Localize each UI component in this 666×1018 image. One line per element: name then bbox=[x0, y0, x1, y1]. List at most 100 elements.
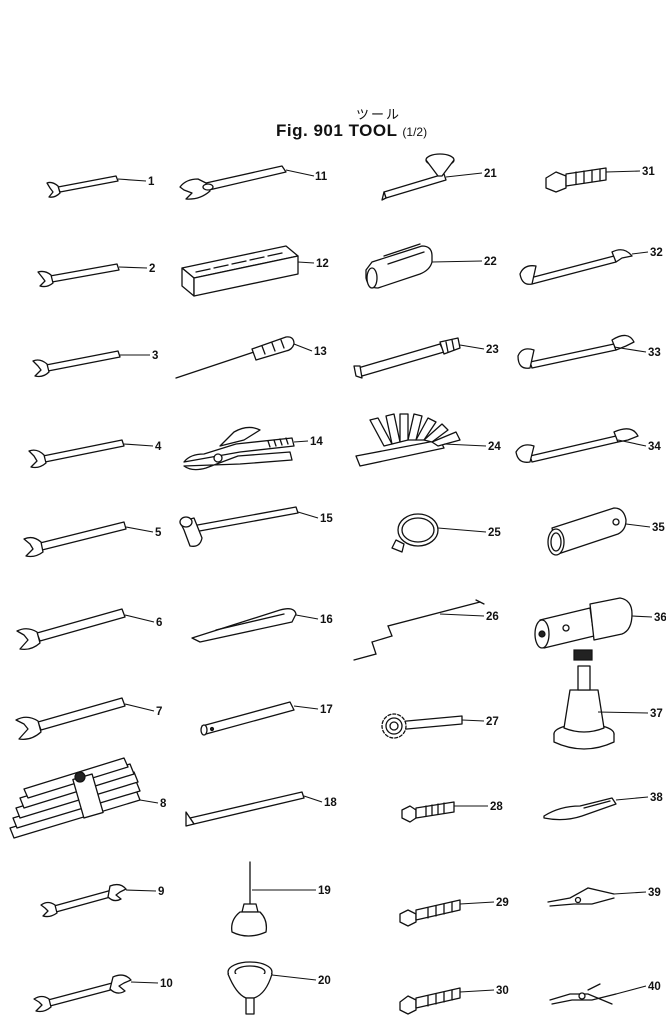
part-19-oil-can[interactable]: 19 bbox=[231, 861, 331, 937]
part-5-double-end-wrench[interactable]: 5 bbox=[23, 521, 162, 558]
part-34-hook-wrench[interactable]: 34 bbox=[515, 428, 661, 463]
part-32-hook-wrench[interactable]: 32 bbox=[519, 247, 663, 285]
bolt-icon bbox=[401, 801, 455, 823]
clamp-icon bbox=[391, 513, 439, 553]
tweezers-icon bbox=[547, 887, 615, 907]
part-27-gear-puller[interactable]: 27 bbox=[381, 713, 499, 739]
part-number-17: 17 bbox=[320, 704, 333, 716]
part-28-bolt[interactable]: 28 bbox=[401, 801, 503, 823]
figure-title: Fig. 901 TOOL (1/2) bbox=[276, 121, 427, 141]
part-number-19: 19 bbox=[318, 885, 331, 897]
part-number-10: 10 bbox=[160, 978, 173, 990]
part-number-29: 29 bbox=[496, 897, 509, 909]
part-8-wrench-set[interactable]: 8 bbox=[9, 757, 167, 839]
part-number-28: 28 bbox=[490, 801, 503, 813]
part-25-hose-clamp[interactable]: 25 bbox=[391, 513, 501, 553]
part-number-12: 12 bbox=[316, 258, 329, 270]
tool-roll-icon bbox=[365, 243, 433, 289]
part-6-double-end-wrench[interactable]: 6 bbox=[16, 608, 162, 651]
adjustable-wrench-icon bbox=[179, 165, 287, 200]
hook-wrench-icon bbox=[515, 428, 639, 463]
screwdriver-icon bbox=[175, 336, 295, 379]
part-number-23: 23 bbox=[486, 344, 499, 356]
part-number-30: 30 bbox=[496, 985, 509, 997]
part-number-27: 27 bbox=[486, 716, 499, 728]
part-7-double-end-wrench[interactable]: 7 bbox=[15, 697, 162, 740]
wrench-icon bbox=[16, 608, 126, 651]
part-3-double-end-wrench[interactable]: 3 bbox=[32, 350, 158, 378]
wrench-set-icon bbox=[9, 757, 141, 839]
part-number-38: 38 bbox=[650, 792, 663, 804]
part-26-crank-handle[interactable]: 26 bbox=[353, 599, 499, 661]
bolt-icon bbox=[399, 987, 461, 1015]
part-4-double-end-wrench[interactable]: 4 bbox=[28, 439, 162, 469]
part-number-36: 36 bbox=[654, 612, 666, 624]
part-23-spark-plug-wrench[interactable]: 23 bbox=[353, 337, 499, 379]
part-number-7: 7 bbox=[156, 706, 162, 718]
part-16-tire-lever[interactable]: 16 bbox=[191, 608, 333, 643]
katakana-caption: ツール bbox=[356, 108, 402, 123]
part-21-feeler-gauge-handle[interactable]: 21 bbox=[381, 153, 497, 201]
figure-number: 901 bbox=[313, 121, 344, 140]
part-10-combination-wrench[interactable]: 10 bbox=[33, 974, 173, 1013]
part-13-screwdriver[interactable]: 13 bbox=[175, 336, 327, 379]
part-22-tool-bag[interactable]: 22 bbox=[365, 243, 497, 289]
part-2-double-end-wrench[interactable]: 2 bbox=[37, 263, 155, 288]
wrench-icon bbox=[32, 350, 121, 378]
part-15-hammer[interactable]: 15 bbox=[179, 506, 333, 547]
part-number-25: 25 bbox=[488, 527, 501, 539]
part-40-pliers[interactable]: 40 bbox=[549, 981, 661, 1005]
crank-icon bbox=[353, 599, 485, 661]
part-12-socket-set-case[interactable]: 12 bbox=[181, 245, 329, 297]
bolt-icon bbox=[545, 167, 607, 193]
part-number-31: 31 bbox=[642, 166, 655, 178]
part-number-40: 40 bbox=[648, 981, 661, 993]
gear-icon bbox=[381, 713, 463, 739]
hook-wrench-icon bbox=[517, 334, 635, 369]
scraper-icon bbox=[543, 797, 617, 821]
part-17-tommy-bar[interactable]: 17 bbox=[200, 701, 333, 736]
part-number-6: 6 bbox=[156, 617, 162, 629]
part-35-box-wrench[interactable]: 35 bbox=[547, 507, 665, 556]
part-9-combination-wrench[interactable]: 9 bbox=[40, 883, 164, 918]
part-number-16: 16 bbox=[320, 614, 333, 626]
wrench-icon bbox=[28, 439, 125, 469]
socket-bar-icon bbox=[353, 337, 461, 379]
wrench-icon bbox=[33, 974, 132, 1013]
part-number-1: 1 bbox=[148, 176, 155, 188]
figure-name: TOOL bbox=[348, 121, 398, 140]
hook-wrench-icon bbox=[519, 249, 633, 285]
part-number-33: 33 bbox=[648, 347, 661, 359]
part-37-bearing-installer[interactable]: 37 bbox=[553, 649, 663, 750]
part-14-pliers[interactable]: 14 bbox=[183, 426, 323, 471]
wrench-icon bbox=[40, 883, 127, 918]
part-38-scraper[interactable]: 38 bbox=[543, 792, 663, 821]
part-36-flywheel-holder[interactable]: 36 bbox=[534, 597, 666, 649]
part-31-bolt[interactable]: 31 bbox=[545, 166, 655, 193]
hammer-icon bbox=[179, 506, 299, 547]
oil-can-icon bbox=[231, 861, 268, 937]
part-18-pry-bar[interactable]: 18 bbox=[185, 791, 337, 827]
part-33-hook-wrench[interactable]: 33 bbox=[517, 334, 661, 369]
part-number-13: 13 bbox=[314, 346, 327, 358]
part-11-adjustable-wrench[interactable]: 11 bbox=[179, 165, 328, 200]
wrench-icon bbox=[15, 697, 126, 740]
pliers-icon bbox=[183, 426, 295, 471]
part-20-funnel[interactable]: 20 bbox=[227, 961, 331, 1015]
part-number-8: 8 bbox=[160, 798, 167, 810]
gauge-tool-icon bbox=[381, 153, 455, 201]
part-number-39: 39 bbox=[648, 887, 661, 899]
part-1-double-end-wrench[interactable]: 1 bbox=[46, 175, 155, 198]
part-29-bolt[interactable]: 29 bbox=[399, 897, 509, 927]
wrench-icon bbox=[23, 521, 127, 558]
part-number-2: 2 bbox=[149, 263, 155, 275]
bolt-icon bbox=[399, 899, 461, 927]
funnel-icon bbox=[227, 961, 273, 1015]
part-30-bolt[interactable]: 30 bbox=[399, 985, 509, 1015]
part-number-5: 5 bbox=[155, 527, 162, 539]
part-24-feeler-gauge[interactable]: 24 bbox=[355, 413, 501, 467]
part-number-9: 9 bbox=[158, 886, 164, 898]
part-39-tweezers[interactable]: 39 bbox=[547, 887, 661, 907]
part-number-3: 3 bbox=[152, 350, 158, 362]
